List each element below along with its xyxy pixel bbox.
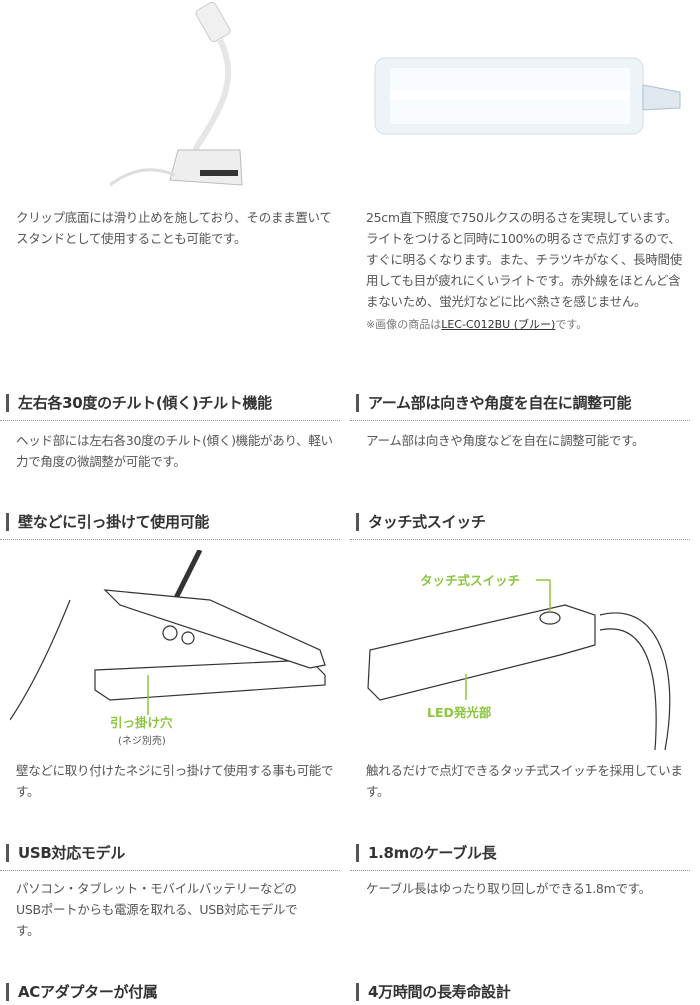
product-link[interactable]: LEC-C012BU (ブルー): [441, 318, 556, 331]
section-heading-arm: アーム部は向きや角度を自在に調整可能: [350, 390, 690, 421]
product-note: ※画像の商品はLEC-C012BU (ブルー)です。: [366, 316, 684, 332]
divider: [0, 420, 340, 421]
brightness-description: 25cm直下照度で750ルクスの明るさを実現しています。ライトをつけると同時に1…: [366, 210, 682, 309]
hook-hole-sublabel: (ネジ別売): [118, 736, 166, 747]
heading-text: USB対応モデル: [18, 844, 126, 862]
section-heading-tilt: 左右各30度のチルト(傾く)チルト機能: [0, 390, 340, 421]
note-suffix: です。: [555, 318, 588, 331]
heading-text: ACアダプターが付属: [18, 983, 158, 1001]
heading-text: 4万時間の長寿命設計: [368, 983, 511, 1001]
section-heading-cable: 1.8mのケーブル長: [350, 840, 690, 871]
heading-bar: [356, 394, 359, 412]
usb-description: パソコン・タブレット・モバイルバッテリーなどのUSBポートからも電源を取れる、U…: [16, 881, 298, 938]
lamp-head-image: [374, 57, 681, 135]
divider: [350, 420, 690, 421]
heading-bar: [356, 844, 359, 862]
lamp-clip-stand-image: [109, 1, 243, 187]
heading-text: 壁などに引っ掛けて使用可能: [18, 513, 210, 531]
touch-switch-diagram: [367, 579, 671, 750]
touch-switch-description: 触れるだけで点灯できるタッチ式スイッチを採用しています。: [366, 763, 683, 799]
section-heading-ac-adapter: ACアダプターが付属: [0, 979, 340, 1005]
cable-description: ケーブル長はゆったり取り回しができる1.8mです。: [366, 881, 651, 896]
note-prefix: ※画像の商品は: [366, 318, 442, 331]
section-heading-touch-switch: タッチ式スイッチ: [350, 509, 690, 540]
heading-bar: [356, 513, 359, 531]
clip-stand-description: クリップ底面には滑り止めを施しており、そのまま置いてスタンドとして使用することも…: [16, 210, 332, 246]
heading-text: アーム部は向きや角度を自在に調整可能: [368, 394, 632, 412]
brightness-block: 25cm直下照度で750ルクスの明るさを実現しています。ライトをつけると同時に1…: [366, 207, 684, 332]
heading-text: 左右各30度のチルト(傾く)チルト機能: [18, 394, 272, 412]
divider: [350, 539, 690, 540]
touch-switch-label: タッチ式スイッチ: [420, 573, 521, 588]
heading-bar: [356, 983, 359, 1001]
section-heading-wall-hang: 壁などに引っ掛けて使用可能: [0, 509, 340, 540]
divider: [0, 539, 340, 540]
section-heading-long-life: 4万時間の長寿命設計: [350, 979, 690, 1005]
heading-text: タッチ式スイッチ: [368, 513, 486, 531]
heading-bar: [6, 513, 9, 531]
wall-hang-description: 壁などに取り付けたネジに引っ掛けて使用する事も可能です。: [16, 763, 334, 799]
tilt-description: ヘッド部には左右各30度のチルト(傾く)機能があり、軽い力で角度の微調整が可能で…: [16, 433, 333, 469]
heading-text: 1.8mのケーブル長: [368, 844, 497, 862]
divider: [0, 870, 340, 871]
divider: [350, 870, 690, 871]
hook-hole-label: 引っ掛け穴: [110, 715, 173, 730]
section-heading-usb: USB対応モデル: [0, 840, 340, 871]
led-label: LED発光部: [427, 705, 492, 720]
heading-bar: [6, 844, 9, 862]
heading-bar: [6, 394, 9, 412]
heading-bar: [6, 983, 9, 1001]
clip-diagram: [10, 550, 326, 721]
arm-description: アーム部は向きや角度などを自在に調整可能です。: [366, 433, 645, 448]
